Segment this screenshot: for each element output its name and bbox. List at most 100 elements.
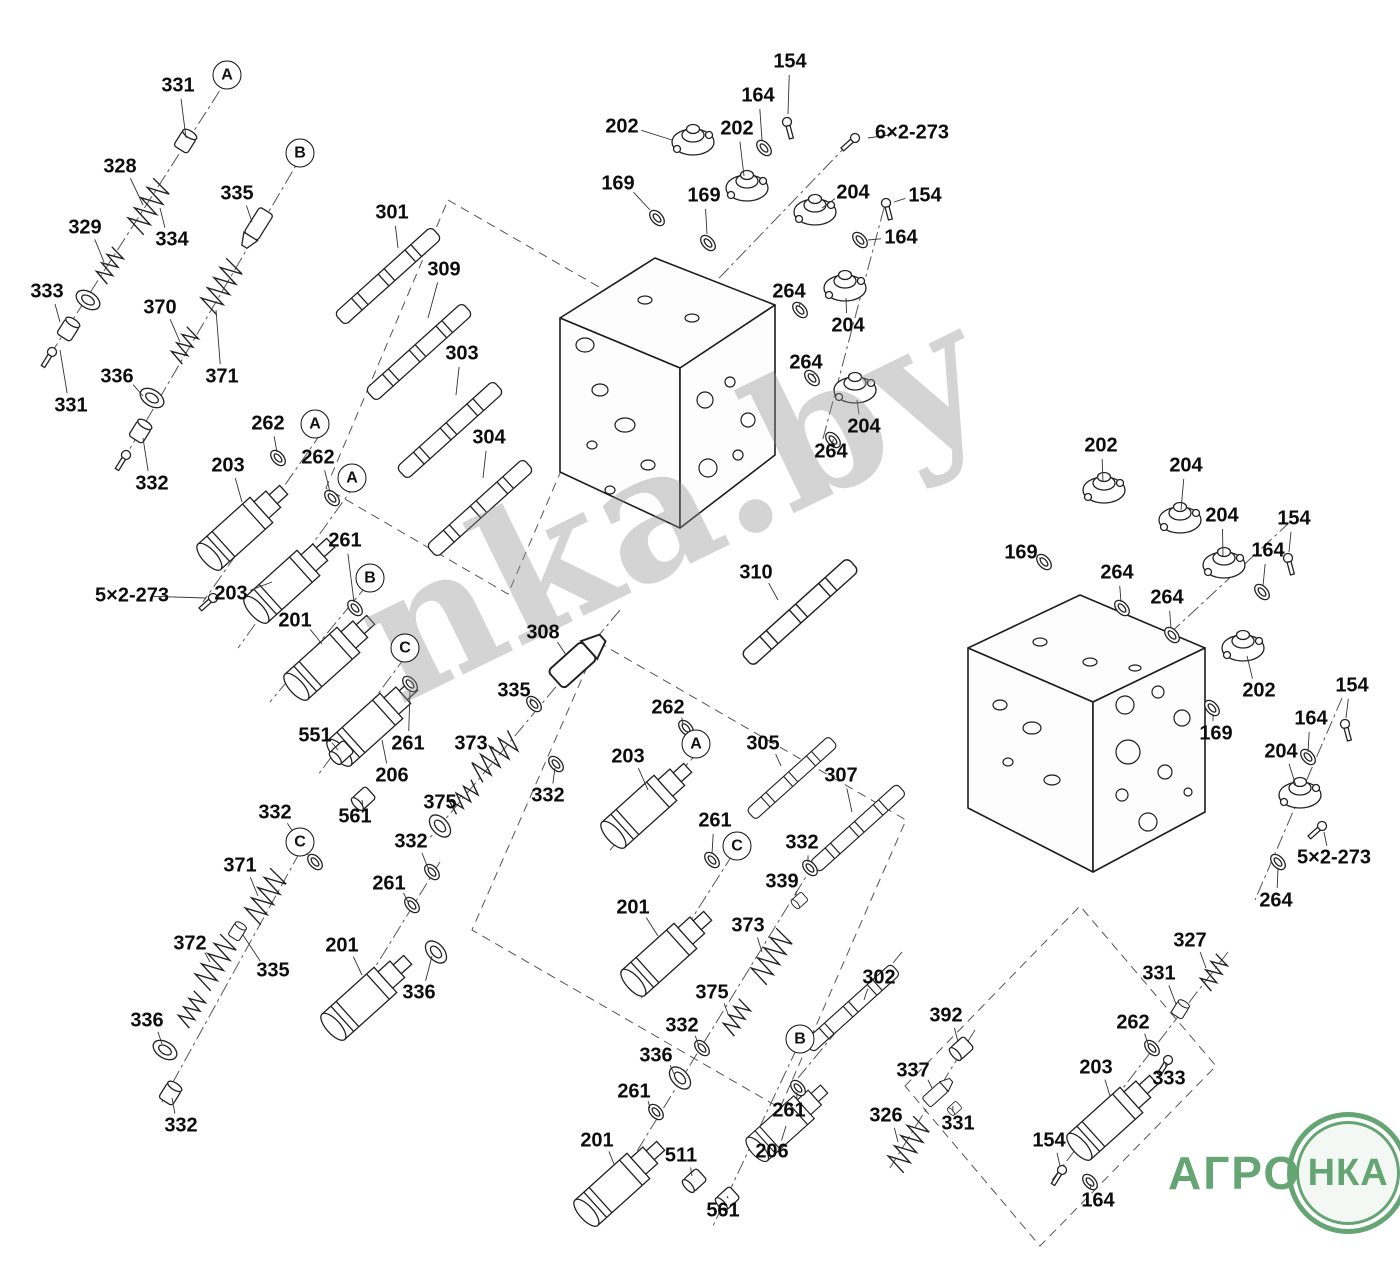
leader-line (927, 1079, 933, 1089)
leader-line (1104, 1079, 1111, 1097)
leader-line (425, 955, 433, 981)
part-cap (1082, 471, 1126, 504)
part-plug (946, 1035, 975, 1063)
part-solenoid-valve (596, 754, 700, 853)
leader-line (1089, 1183, 1092, 1190)
leader-line (249, 876, 259, 897)
leader-line (324, 470, 331, 493)
leader-line (1168, 985, 1177, 1005)
part-spring (747, 927, 796, 986)
logo-text-agro: АГРО (1168, 1147, 1302, 1199)
leader-line (739, 141, 745, 177)
part-cap (1221, 629, 1265, 662)
part-spring (175, 990, 209, 1029)
leader-line (381, 739, 388, 764)
part-spool (333, 225, 443, 327)
part-poppet (921, 1074, 956, 1108)
part-bolt (1154, 1053, 1175, 1078)
part-spring (197, 257, 246, 316)
part-oring (801, 366, 823, 390)
part-oring (753, 136, 775, 160)
part-spring (168, 326, 202, 365)
leader-line (845, 297, 848, 314)
part-spring (93, 246, 127, 285)
part-oring (344, 596, 366, 620)
leader-line (1180, 478, 1185, 511)
leader-line (394, 225, 399, 249)
part-oring (849, 228, 871, 252)
part-cap (1158, 501, 1202, 534)
part-solenoid-valve (316, 946, 420, 1045)
leader-line (1119, 585, 1122, 603)
leader-line (893, 198, 906, 203)
phantom-outlines (325, 199, 1217, 1247)
leader-line (427, 282, 439, 319)
leader-line (1246, 655, 1253, 679)
leader-line (54, 303, 61, 323)
part-cap (823, 269, 867, 302)
part-spool (809, 782, 907, 874)
part-cap (833, 371, 877, 404)
part-plug (127, 416, 155, 445)
part-oring (421, 860, 443, 884)
leader-line (633, 191, 651, 211)
leader-line (129, 177, 144, 206)
part-washer (136, 383, 168, 413)
leader-line (552, 767, 556, 784)
leader-line (169, 319, 181, 343)
part-plug (712, 1185, 741, 1213)
leader-line (151, 595, 207, 599)
part-bolt (38, 345, 59, 370)
part-bolt (196, 590, 221, 614)
part-bolt (1338, 717, 1355, 743)
leader-line (863, 988, 869, 1001)
part-cap (671, 123, 715, 156)
leader-line (723, 1003, 729, 1015)
part-washer (664, 1062, 696, 1094)
leader-line (142, 437, 149, 472)
leader-line (893, 1127, 899, 1143)
leader-line (1169, 610, 1172, 629)
leader-line (637, 767, 649, 791)
part-cap (793, 193, 837, 226)
leader-line (681, 717, 684, 725)
part-oring (691, 1036, 713, 1060)
part-plug (679, 1167, 708, 1195)
leader-line (641, 129, 673, 141)
leader-line (645, 917, 659, 937)
part-cap (725, 169, 769, 202)
part-oring (545, 752, 567, 776)
part-bolt (879, 196, 896, 222)
leader-line (180, 98, 187, 139)
part-plug (55, 314, 83, 343)
part-plug (348, 785, 377, 813)
part-bolt (112, 448, 133, 473)
part-plug (172, 126, 200, 155)
part-spool (745, 735, 839, 821)
part-solenoid-valve (192, 476, 296, 575)
part-spring (467, 729, 523, 783)
leader-line (810, 373, 815, 376)
leader-line (1056, 1152, 1061, 1167)
leader-line (953, 1027, 959, 1043)
leader-line (867, 134, 893, 139)
leader-line (690, 1167, 693, 1177)
leader-line (726, 1195, 729, 1199)
part-bolt (838, 130, 863, 154)
part-plug (945, 1100, 963, 1117)
leader-line (59, 349, 68, 394)
leader-line (159, 207, 166, 228)
leader-line (781, 1125, 787, 1141)
center-axes (51, 69, 1343, 1229)
leader-line (331, 742, 339, 751)
part-plug (789, 891, 809, 911)
part-poppet (236, 206, 275, 252)
valve-block-right (967, 594, 1206, 873)
leader-line (669, 1065, 675, 1075)
leader-line (757, 937, 763, 953)
leader-line (759, 108, 763, 141)
leader-line (403, 892, 409, 903)
leader-line (132, 384, 144, 397)
leader-line (831, 438, 834, 445)
